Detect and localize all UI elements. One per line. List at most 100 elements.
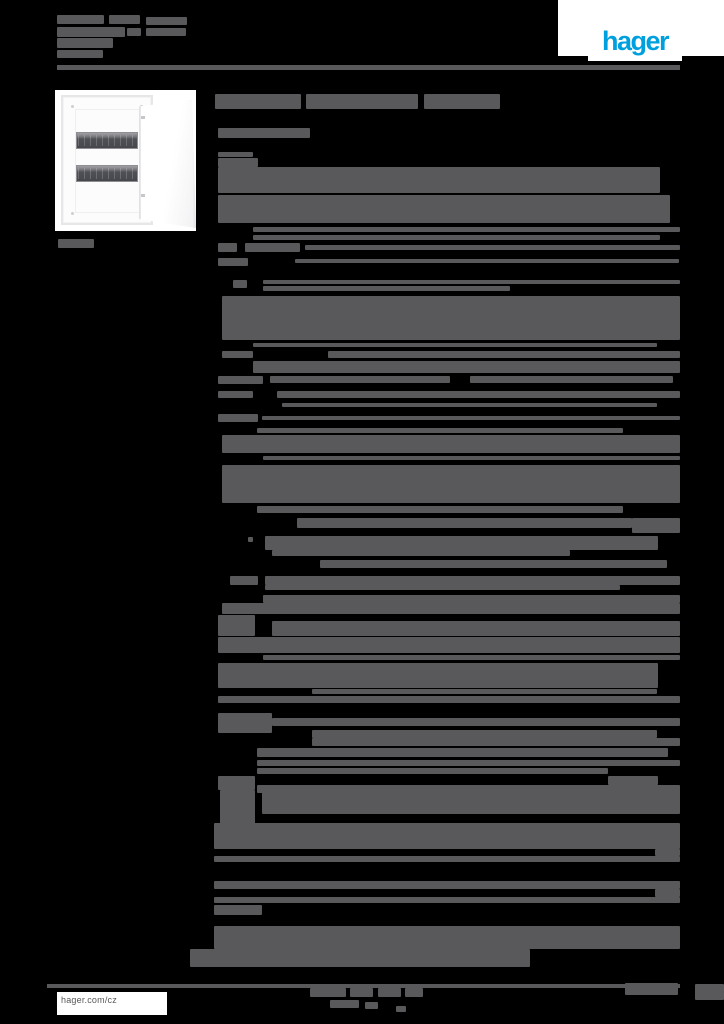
website-link[interactable]: hager.com/cz (61, 995, 117, 1005)
redacted-text-line (608, 776, 658, 785)
enclosure-inner-frame (75, 109, 141, 213)
redacted-text-line (218, 152, 253, 157)
redacted-text-line (253, 361, 680, 373)
redacted-text-line (424, 94, 500, 109)
redacted-text-line (230, 576, 258, 585)
enclosure-door (139, 100, 196, 228)
redacted-text-line (265, 536, 658, 550)
redacted-text-line (257, 506, 623, 513)
redacted-text-line (253, 235, 660, 240)
footer-url-chip: hager.com/cz (57, 992, 167, 1015)
redacted-text-line (265, 585, 620, 590)
redacted-text-line (57, 27, 125, 37)
redacted-text-line (214, 905, 262, 915)
redacted-text-line (350, 988, 373, 997)
redacted-text-line (257, 768, 608, 774)
redacted-text-line (214, 823, 680, 849)
redacted-text-line (218, 158, 258, 167)
redacted-text-line (57, 50, 103, 58)
horizontal-rule (47, 984, 680, 988)
redacted-text-line (405, 988, 423, 997)
redacted-text-line (218, 696, 680, 703)
redacted-text-line (263, 280, 680, 284)
redacted-text-line (215, 94, 301, 109)
redacted-text-line (253, 227, 680, 232)
screw-icon (71, 105, 74, 108)
redacted-text-line (146, 17, 187, 25)
horizontal-rule (57, 65, 680, 70)
redacted-text-line (257, 428, 623, 433)
redacted-text-line (218, 128, 310, 138)
redacted-text-line (295, 259, 679, 263)
redacted-text-line (312, 738, 680, 746)
redacted-text-line (233, 280, 247, 288)
redacted-text-line (695, 984, 724, 1000)
redacted-text-line (146, 28, 186, 36)
redacted-text-line (248, 537, 253, 542)
redacted-text-line (365, 1002, 378, 1009)
product-image (55, 90, 196, 231)
redacted-text-line (328, 351, 680, 358)
redacted-text-line (257, 748, 668, 757)
hinge-icon (141, 194, 145, 197)
redacted-text-line (632, 518, 680, 533)
redacted-text-line (222, 351, 253, 358)
redacted-text-line (218, 615, 255, 636)
hager-logo: hager (588, 22, 682, 61)
redacted-text-line (218, 776, 255, 790)
redacted-text-line (262, 416, 680, 420)
redacted-text-line (297, 518, 632, 528)
redacted-text-line (218, 376, 263, 384)
redacted-text-line (190, 949, 530, 967)
redacted-text-line (222, 465, 680, 503)
screw-icon (71, 212, 74, 215)
redacted-text-line (277, 391, 680, 398)
redacted-text-line (655, 889, 680, 897)
redacted-text-line (262, 790, 680, 814)
din-rail-row-2 (76, 165, 138, 182)
redacted-text-line (109, 15, 140, 24)
redacted-text-line (218, 258, 248, 266)
redacted-text-line (218, 414, 258, 422)
redacted-text-line (655, 849, 680, 856)
redacted-text-line (214, 926, 680, 949)
redacted-text-line (312, 730, 657, 738)
redacted-text-line (222, 435, 680, 453)
redacted-text-line (218, 195, 670, 223)
redacted-text-line (127, 28, 141, 36)
redacted-text-line (257, 760, 680, 766)
redacted-text-line (218, 637, 680, 653)
redacted-text-line (263, 456, 680, 460)
redacted-text-line (57, 15, 104, 24)
redacted-text-line (263, 286, 510, 291)
enclosure-body (61, 95, 153, 225)
redacted-text-line (272, 550, 570, 556)
redacted-text-line (272, 718, 680, 726)
redacted-text-line (310, 988, 346, 997)
redacted-text-line (222, 296, 680, 340)
redacted-text-line (218, 167, 660, 193)
redacted-text-line (272, 621, 680, 636)
redacted-text-line (625, 983, 678, 995)
redacted-text-line (263, 595, 680, 603)
redacted-text-line (218, 713, 272, 733)
redacted-text-line (257, 785, 680, 793)
redacted-text-line (470, 376, 673, 383)
redacted-text-line (378, 988, 401, 997)
redacted-text-line (253, 343, 657, 347)
hinge-icon (141, 116, 145, 119)
redacted-text-line (330, 1000, 359, 1008)
redacted-text-line (306, 94, 418, 109)
redacted-text-line (214, 881, 680, 889)
redacted-text-line (265, 576, 680, 585)
redacted-text-line (218, 391, 253, 398)
redacted-text-line (312, 689, 657, 694)
hager-logo-text: hager (601, 26, 670, 56)
redacted-text-line (263, 655, 680, 660)
redacted-text-line (270, 376, 450, 383)
redacted-text-line (320, 560, 667, 568)
redacted-text-line (218, 663, 658, 688)
din-rail-row-1 (76, 132, 138, 149)
redacted-text-line (222, 603, 680, 614)
